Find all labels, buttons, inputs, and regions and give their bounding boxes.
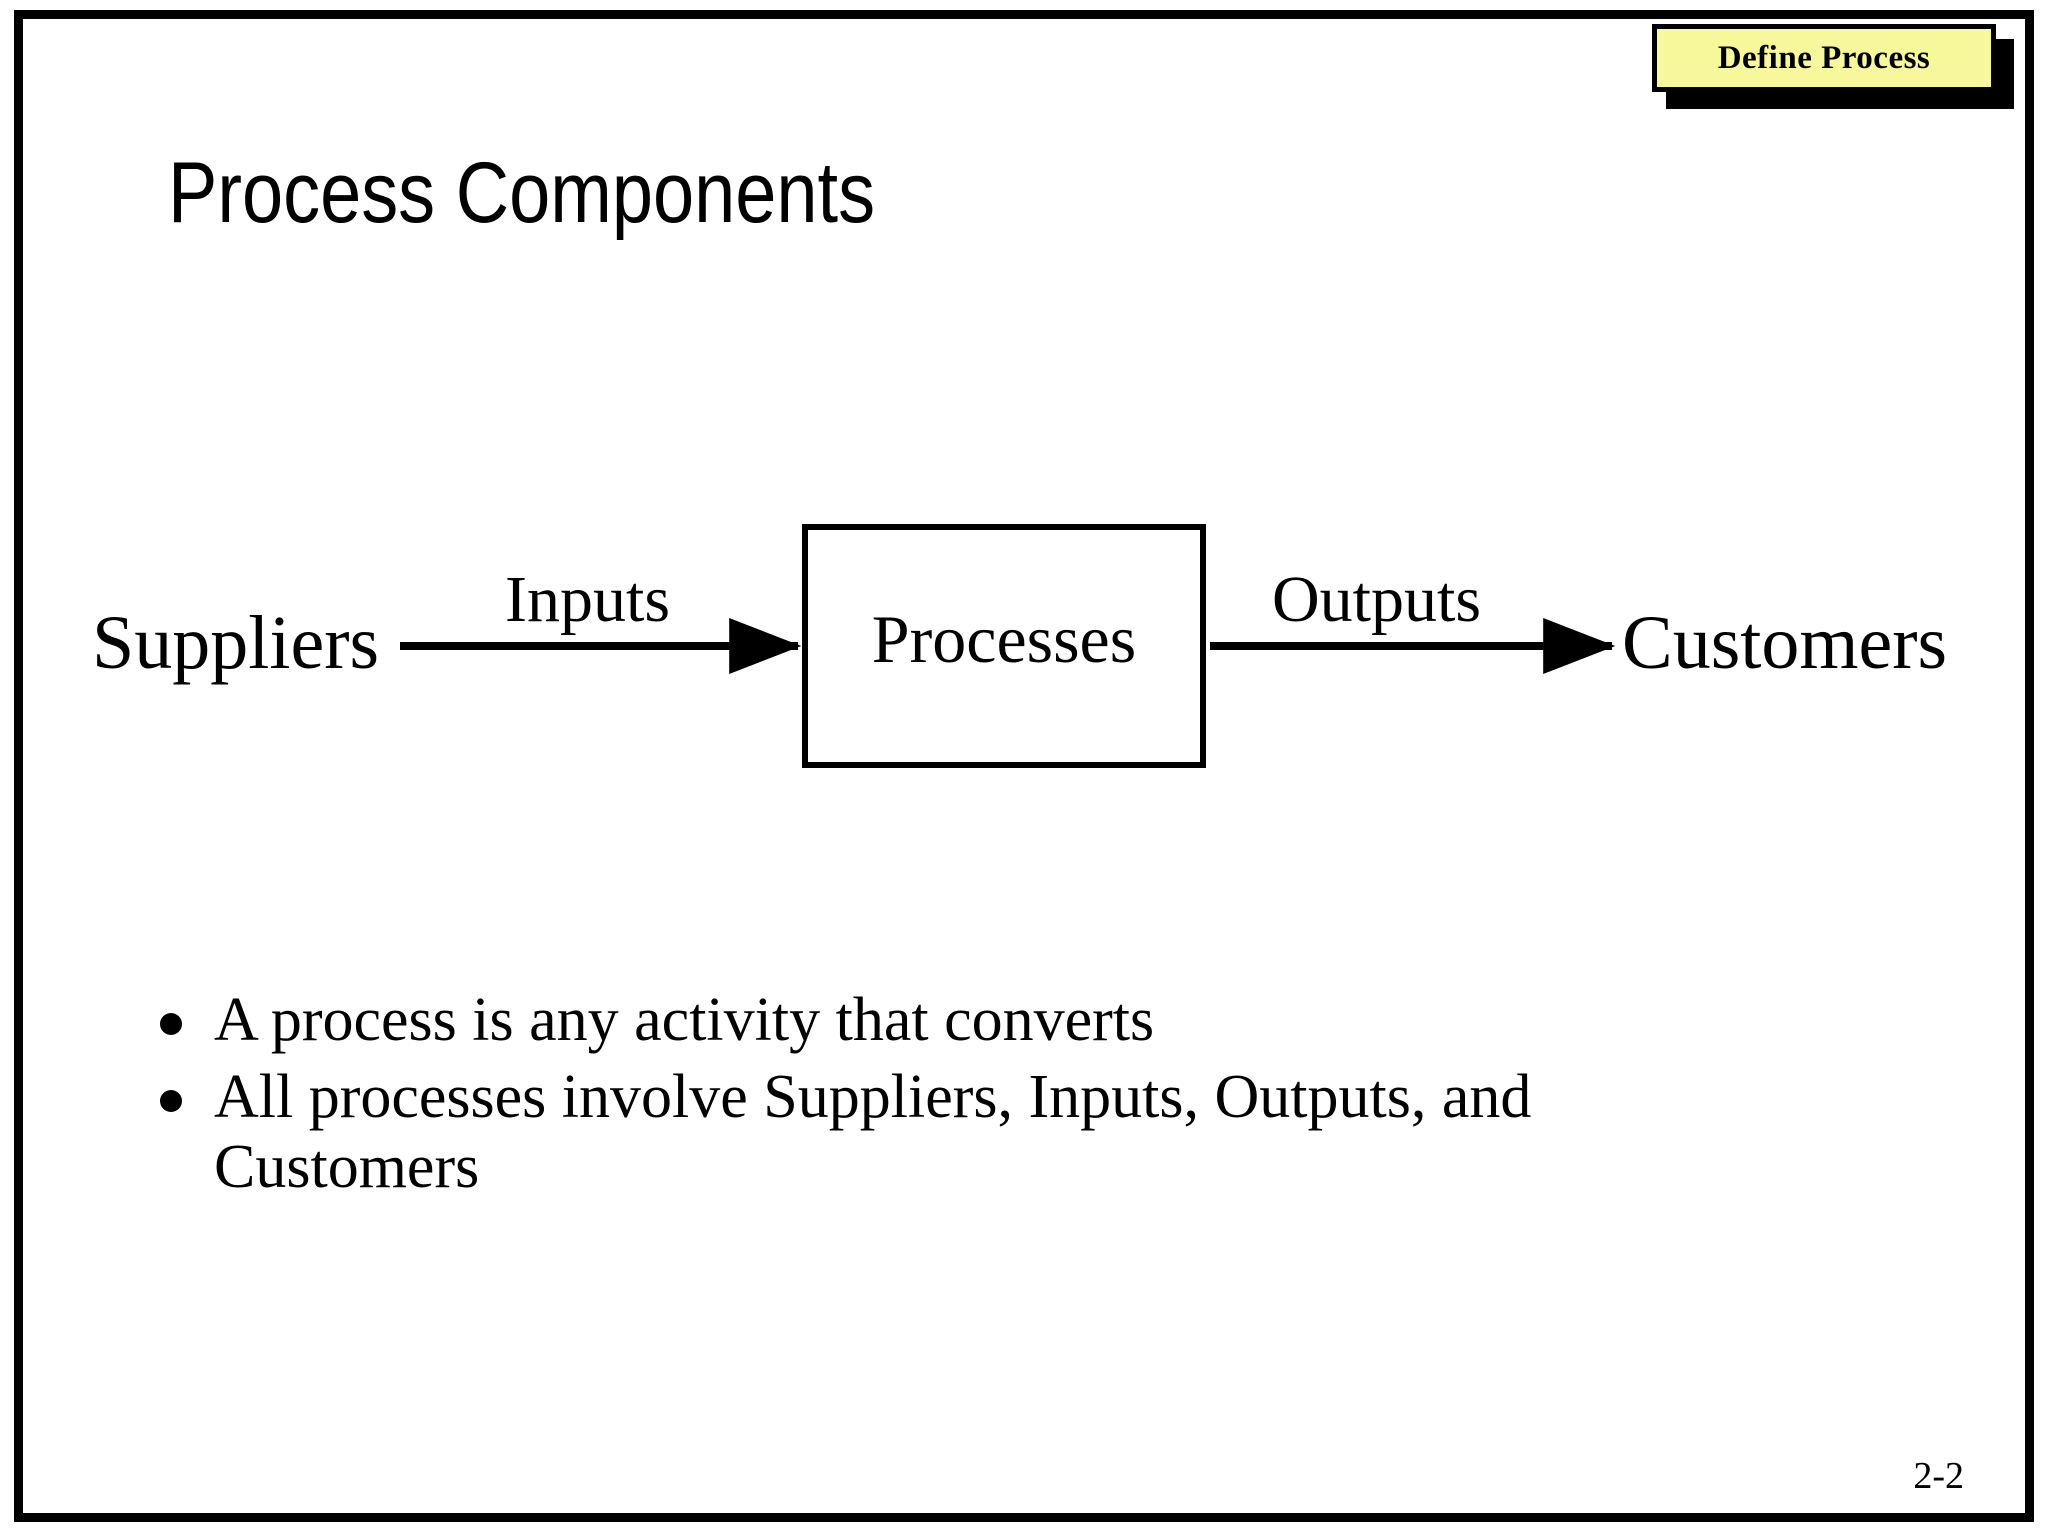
inputs-arrow-label: Inputs	[505, 563, 670, 636]
customers-node-label: Customers	[1622, 601, 1948, 685]
process-box-label: Processes	[871, 601, 1137, 677]
page-number: 2-2	[1913, 1455, 1964, 1497]
bullet-text: A process is any activity that converts	[214, 986, 1155, 1054]
bullet-list: A process is any activity that converts …	[160, 985, 1860, 1209]
badge-label: Define Process	[1717, 39, 1931, 76]
badge-box: Define Process	[1652, 24, 1996, 92]
outputs-arrow-label: Outputs	[1272, 563, 1482, 636]
suppliers-node-label: Suppliers	[92, 601, 380, 685]
list-item: A process is any activity that converts	[160, 985, 1860, 1056]
define-process-badge: Define Process	[1652, 24, 2014, 109]
bullet-dot-icon	[160, 1013, 182, 1035]
bullet-dot-icon	[160, 1089, 182, 1112]
list-item: All processes involve Suppliers, Inputs,…	[160, 1062, 1860, 1203]
bullet-text: All processes involve Suppliers, Inputs,…	[214, 1062, 1532, 1202]
process-box	[802, 524, 1206, 768]
page-title: Process Components	[168, 145, 876, 241]
